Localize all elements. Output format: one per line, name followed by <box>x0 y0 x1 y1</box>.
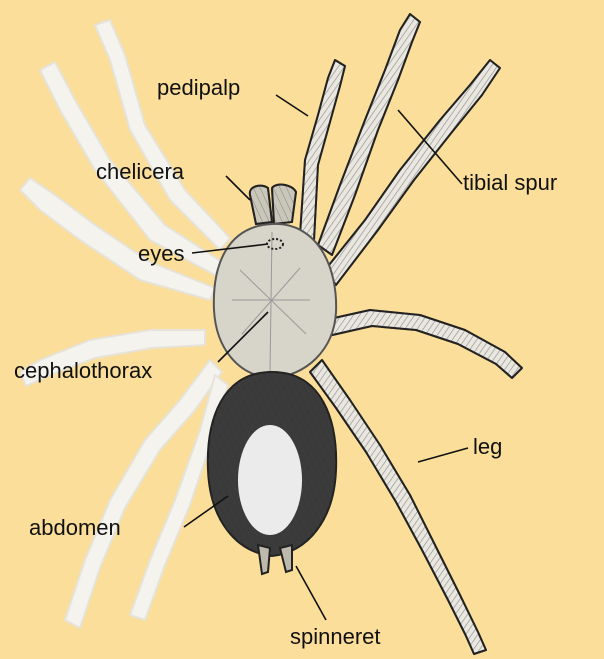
right-legs <box>300 14 522 654</box>
label-pedipalp: pedipalp <box>157 77 240 99</box>
label-leg: leg <box>473 436 502 458</box>
leader-leg <box>418 448 468 462</box>
label-chelicera: chelicera <box>96 161 184 183</box>
chelicerae <box>250 185 296 224</box>
leader-spinneret <box>296 566 326 620</box>
leader-pedipalp <box>276 95 308 116</box>
abdomen-shape <box>208 372 336 556</box>
label-spinneret: spinneret <box>290 626 381 648</box>
label-cephalothorax: cephalothorax <box>14 360 152 382</box>
label-tibial-spur: tibial spur <box>463 172 557 194</box>
label-abdomen: abdomen <box>29 517 121 539</box>
cephalothorax-shape <box>214 224 336 378</box>
label-eyes: eyes <box>138 243 184 265</box>
leader-chelicera <box>226 176 250 200</box>
